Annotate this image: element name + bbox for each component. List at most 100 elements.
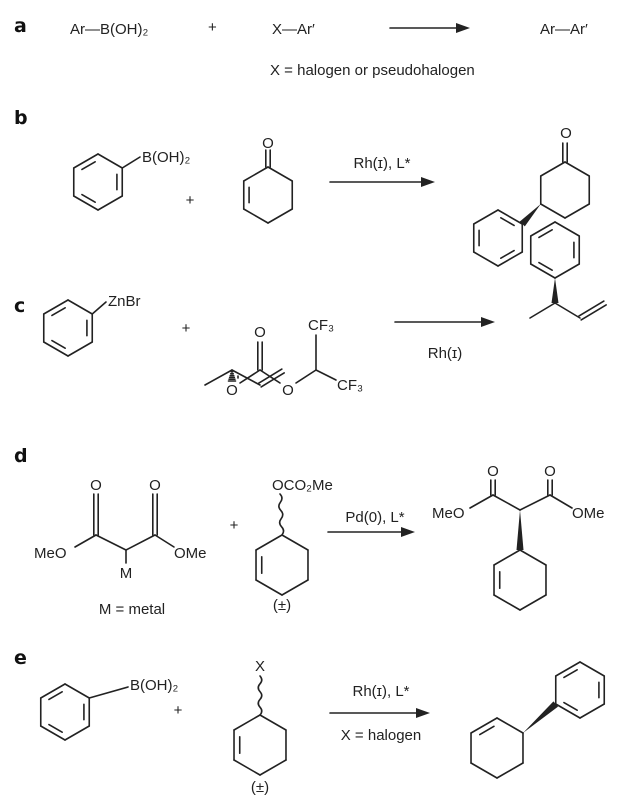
plus-sign: + <box>186 192 195 209</box>
cyclohexene-ring <box>519 549 547 566</box>
benzene-ring-double <box>538 228 553 239</box>
wavy-bond <box>257 675 263 716</box>
methoxy-right: OMe <box>174 545 207 562</box>
panel-label-e: e <box>14 647 27 669</box>
benzene-ring-double <box>48 690 63 701</box>
bonds <box>39 23 607 779</box>
bond <box>74 534 97 548</box>
double-bond <box>578 300 605 317</box>
benzene-ring <box>497 209 524 225</box>
benzene-ring <box>97 153 124 169</box>
carbonyl-oxygen: O <box>254 324 266 341</box>
benzene-ring <box>42 341 69 357</box>
benzene-ring <box>554 263 581 279</box>
panel-label-b: b <box>14 107 28 129</box>
cyclohexene-ring <box>255 579 283 596</box>
arrow-head <box>421 177 435 187</box>
cyclohexene-ring <box>259 714 287 731</box>
benzene-ring <box>64 725 91 741</box>
benzene-ring <box>72 195 99 211</box>
benzene-ring <box>42 299 69 315</box>
metal-label: M <box>120 565 133 582</box>
benzene-ring-double <box>48 723 63 734</box>
plus-sign: + <box>182 320 191 337</box>
panel-label-a: a <box>14 15 27 37</box>
conditions-e: Rh(ɪ), L* <box>352 683 409 700</box>
bond <box>239 369 261 384</box>
cf3-bottom: CF₃ <box>337 377 363 394</box>
bond <box>554 302 581 319</box>
product-methoxy-left: MeO <box>432 505 465 522</box>
double-bond <box>260 372 285 388</box>
benzene-ring-double <box>500 249 515 260</box>
bond <box>492 494 521 511</box>
note-halogen: X = halogen <box>341 727 422 744</box>
benzene-ring <box>554 661 581 677</box>
cyclohexene-ring <box>281 579 309 596</box>
cyclohexene-ring <box>281 534 309 551</box>
bond <box>91 301 107 315</box>
plus-sign: + <box>174 702 183 719</box>
benzene-ring <box>39 725 66 741</box>
wedge-bond <box>522 701 559 733</box>
panel-label-d: d <box>14 445 28 467</box>
cyclohexene-ring <box>259 759 287 776</box>
product-ketone-oxygen: O <box>560 125 572 142</box>
cyclohexenone-ring <box>267 208 294 224</box>
benzene-ring <box>529 263 556 279</box>
arrow-head <box>401 527 415 537</box>
bond <box>315 369 337 381</box>
arrow-head <box>456 23 470 33</box>
benzene-ring-double <box>563 668 578 679</box>
halide-label: X <box>255 658 265 675</box>
benzene-ring-double <box>538 261 553 272</box>
conditions-d: Pd(0), L* <box>345 509 404 526</box>
ether-oxygen-2: O <box>282 382 294 399</box>
zinc-bromide-group: ZnBr <box>108 293 141 310</box>
benzene-ring <box>497 251 524 267</box>
note-metal: M = metal <box>99 601 165 618</box>
bond <box>549 494 573 509</box>
cyclohexene-ring <box>496 717 524 734</box>
cyclohexenone-ring <box>242 166 269 182</box>
reactant-arylboronic-acid: Ar—B(OH)₂ <box>70 21 148 38</box>
double-bond <box>580 304 607 321</box>
wedge-bond <box>551 278 559 303</box>
bond <box>259 369 281 384</box>
cyclohexenone-ring <box>242 208 269 224</box>
product-methoxy-right: OMe <box>572 505 605 522</box>
cyclohexene-ring <box>519 594 547 611</box>
benzene-ring <box>64 683 91 699</box>
ether-oxygen-1: O <box>226 382 238 399</box>
bond <box>519 494 551 511</box>
cf3-top: CF₃ <box>308 317 334 334</box>
bond <box>88 686 129 699</box>
cyclohexene-ring <box>233 759 261 776</box>
product-oxygen-2: O <box>544 463 556 480</box>
cyclohexene-ring <box>493 549 521 566</box>
benzene-ring-double <box>51 339 66 350</box>
boronic-acid-group: B(OH)₂ <box>142 149 190 166</box>
benzene-ring <box>97 195 124 211</box>
benzene-ring-double <box>81 193 96 204</box>
arrow-head <box>416 708 430 718</box>
plus-sign: + <box>230 517 239 534</box>
benzene-ring <box>72 153 99 169</box>
boronic-acid-group: B(OH)₂ <box>130 677 178 694</box>
benzene-ring-double <box>81 160 96 171</box>
benzene-ring <box>579 703 606 719</box>
oxygen-1: O <box>90 477 102 494</box>
wedge-bond <box>519 204 541 227</box>
product-biaryl: Ar—Ar′ <box>540 21 588 38</box>
cyclohexenone-ring <box>267 166 294 182</box>
cyclohexanone-ring <box>564 161 591 177</box>
oxygen-2: O <box>149 477 161 494</box>
bond <box>469 494 494 509</box>
benzene-ring-double <box>563 701 578 712</box>
cyclohexene-ring <box>493 594 521 611</box>
cyclohexanone-ring <box>539 203 566 219</box>
conditions-c: Rh(ɪ) <box>428 345 463 362</box>
cyclohexene-ring <box>470 762 498 779</box>
bond <box>295 369 317 384</box>
